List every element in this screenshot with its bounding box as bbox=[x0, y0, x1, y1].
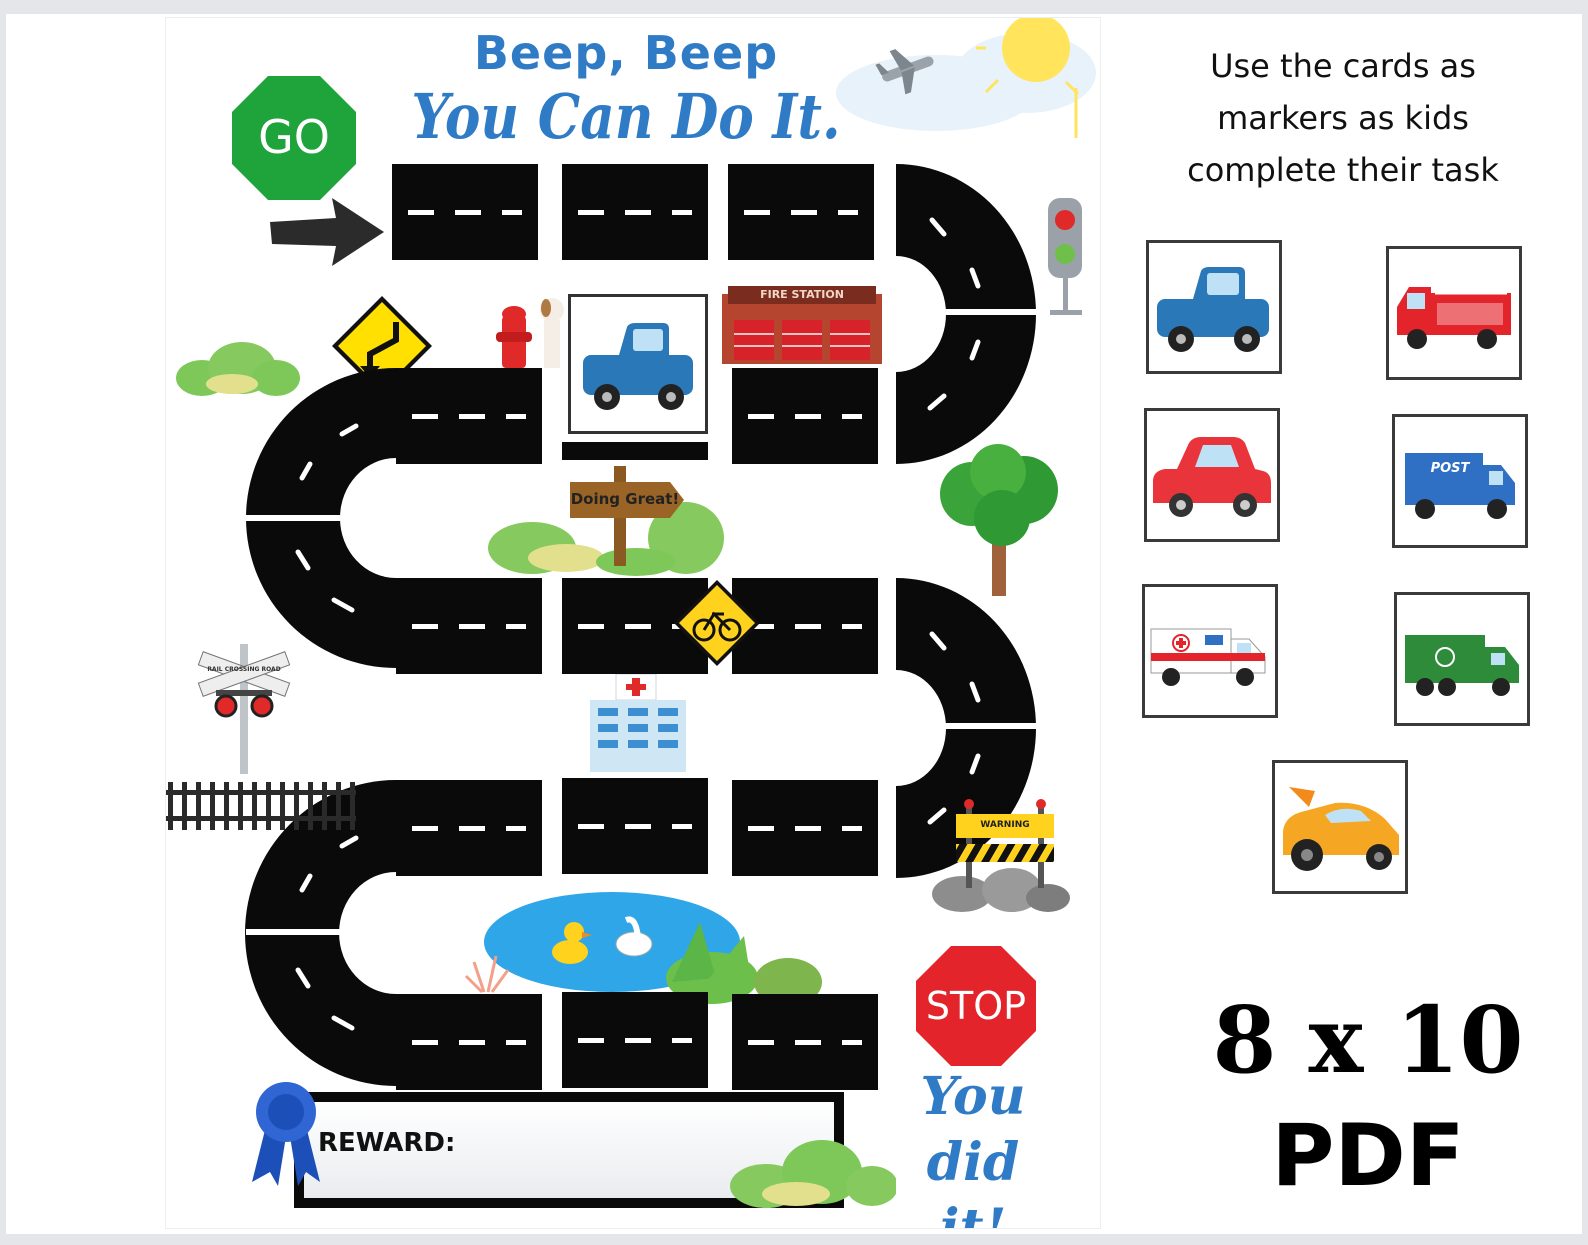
warning-barricade: WARNING bbox=[922, 798, 1072, 918]
print-size: 8 x 10 bbox=[1212, 986, 1524, 1094]
finish-message: You did it! bbox=[888, 1064, 1058, 1228]
mail-truck-icon bbox=[1405, 453, 1515, 519]
markers-panel: Use the cards as markers as kids complet… bbox=[1108, 18, 1578, 1228]
road-tile-10 bbox=[562, 778, 708, 874]
pickup-truck-icon bbox=[583, 323, 693, 410]
road-tile-11 bbox=[732, 780, 878, 876]
road-tile-1 bbox=[392, 164, 538, 260]
road-tile-under-card bbox=[562, 442, 708, 460]
road-tile-13 bbox=[562, 992, 708, 1088]
finish-line1: You bbox=[920, 1066, 1026, 1127]
blue-ribbon-icon bbox=[252, 1082, 320, 1186]
doing-great-label: Doing Great! bbox=[570, 490, 680, 508]
marker-card-fire-truck[interactable] bbox=[1386, 246, 1522, 380]
doing-great-sign: Doing Great! bbox=[486, 458, 726, 578]
marker-card-ambulance[interactable] bbox=[1142, 584, 1278, 718]
road-curve-right-2 bbox=[896, 578, 1036, 878]
reward-label: REWARD: bbox=[318, 1128, 456, 1158]
sky-icon bbox=[836, 18, 1096, 138]
road-curve-right-1 bbox=[896, 164, 1036, 464]
road-tile-4 bbox=[396, 368, 542, 464]
stop-sign: STOP bbox=[916, 946, 1036, 1066]
mail-truck-label: POST bbox=[1430, 461, 1470, 476]
road-tile-9 bbox=[396, 780, 542, 876]
pond-icon bbox=[464, 892, 822, 1006]
marker-instructions: Use the cards as markers as kids complet… bbox=[1187, 47, 1499, 189]
airplane-icon bbox=[875, 49, 934, 95]
bush-icon bbox=[176, 342, 300, 396]
board-pickup-card bbox=[568, 294, 708, 434]
board-title-line1: Beep, Beep bbox=[473, 26, 779, 80]
duck-icon bbox=[552, 922, 592, 964]
race-car-icon bbox=[1283, 787, 1399, 871]
marker-card-car[interactable] bbox=[1144, 408, 1280, 542]
board-title-line2: You Can Do It. bbox=[411, 80, 841, 153]
railroad-track-icon bbox=[166, 778, 356, 834]
road-tile-12 bbox=[396, 994, 542, 1090]
go-sign: GO bbox=[232, 76, 356, 200]
hospital-icon bbox=[590, 674, 686, 772]
go-sign-label: GO bbox=[258, 110, 330, 164]
bicycle-sign-icon bbox=[674, 580, 760, 666]
garbage-truck-icon bbox=[1405, 635, 1519, 696]
road-tile-14 bbox=[732, 994, 878, 1090]
car-icon bbox=[1153, 437, 1271, 517]
arrow-icon bbox=[270, 198, 384, 266]
finish-line2: did it! bbox=[926, 1132, 1020, 1228]
file-format: PDF bbox=[1271, 1106, 1465, 1206]
tree-icon bbox=[940, 444, 1058, 596]
road-tile-5 bbox=[732, 368, 878, 464]
fire-station-icon: FIRE STATION bbox=[722, 284, 882, 364]
traffic-light-icon bbox=[1048, 198, 1082, 315]
ambulance-icon bbox=[1150, 628, 1266, 686]
road-tile-8 bbox=[732, 578, 878, 674]
game-board: Beep, Beep You Can Do It. GO bbox=[166, 18, 1100, 1228]
railroad-crossing-icon: RAIL CROSSING ROAD bbox=[196, 644, 292, 774]
marker-card-mail-truck[interactable]: POST bbox=[1392, 414, 1528, 548]
railroad-sign-label: RAIL CROSSING ROAD bbox=[207, 666, 281, 673]
pickup-truck-icon bbox=[1157, 267, 1269, 352]
fire-station-label: FIRE STATION bbox=[760, 288, 844, 301]
road-curve-left-2 bbox=[245, 780, 396, 1086]
road-tile-2 bbox=[562, 164, 708, 260]
marker-card-garbage-truck[interactable] bbox=[1394, 592, 1530, 726]
bush-icon-2 bbox=[730, 1140, 896, 1208]
marker-card-race-car[interactable] bbox=[1272, 760, 1408, 894]
road-curve-left-1 bbox=[246, 368, 396, 668]
road-tile-6 bbox=[396, 578, 542, 674]
fire-truck-icon bbox=[1397, 283, 1511, 349]
swan-icon bbox=[615, 916, 653, 957]
fire-hydrant-icon bbox=[496, 298, 564, 368]
marker-card-pickup[interactable] bbox=[1146, 240, 1282, 374]
warning-sign-label: WARNING bbox=[980, 820, 1030, 830]
stop-sign-label: STOP bbox=[925, 984, 1027, 1028]
road-tile-3 bbox=[728, 164, 874, 260]
